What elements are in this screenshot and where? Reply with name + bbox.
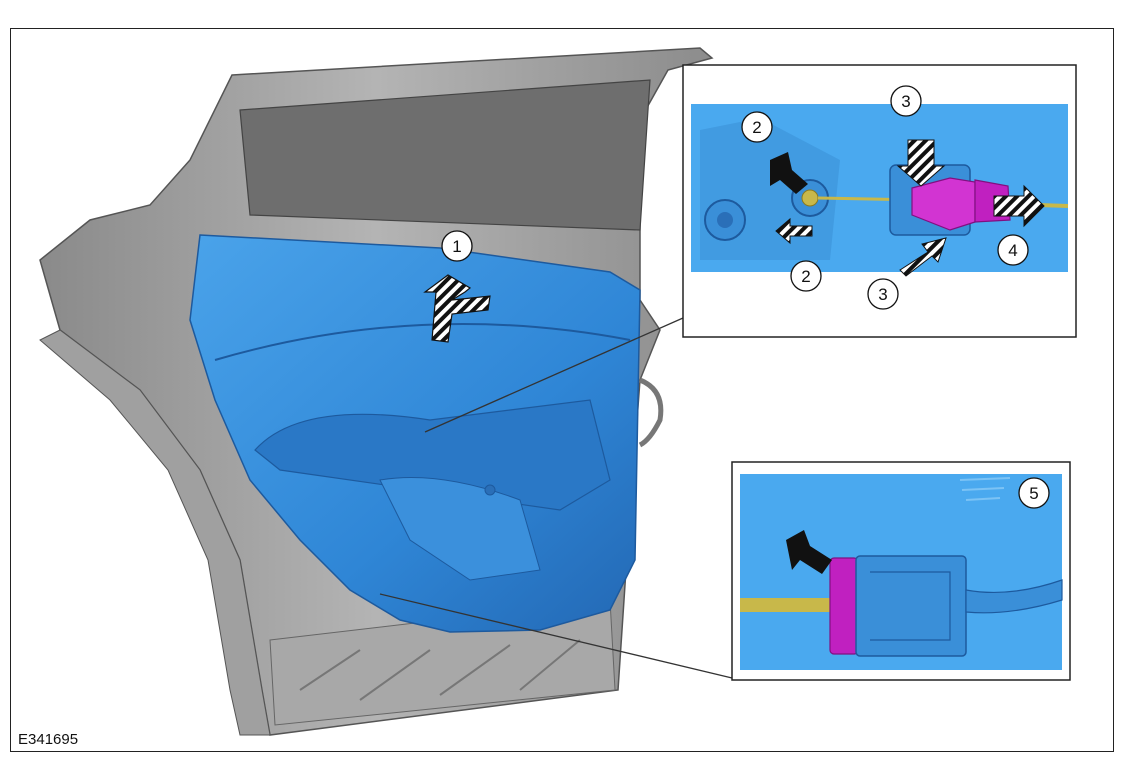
connector-lock (829, 557, 859, 655)
armrest (254, 399, 611, 511)
svg-text:5: 5 (1029, 484, 1038, 503)
svg-text:1: 1 (452, 237, 461, 256)
wire-harness (638, 377, 664, 448)
leader-line-top (424, 317, 684, 433)
callout-2-top: 2 (741, 111, 773, 143)
striped-arrow-icon (896, 139, 946, 187)
striped-arrow-icon (993, 184, 1045, 228)
striped-arrow-icon (899, 237, 947, 277)
callout-2-bottom: 2 (790, 260, 822, 292)
callout-3-top: 3 (890, 85, 922, 117)
svg-text:4: 4 (1008, 241, 1017, 260)
striped-arrow-icon (423, 274, 491, 343)
solid-arrow-icon (770, 152, 808, 194)
svg-text:2: 2 (801, 267, 810, 286)
svg-text:3: 3 (878, 285, 887, 304)
svg-text:2: 2 (752, 118, 761, 137)
door-trim-panel (189, 234, 641, 633)
detail-inset-connector: 5 (731, 461, 1071, 681)
callout-1: 1 (441, 230, 473, 262)
door-pocket (379, 477, 541, 581)
striped-arrow-icon (775, 217, 813, 245)
door-glass (239, 79, 651, 231)
callout-3-bottom: 3 (867, 278, 899, 310)
svg-text:3: 3 (901, 92, 910, 111)
solid-arrow-icon (786, 530, 832, 574)
diagram-frame (10, 28, 1114, 752)
figure-id-label: E341695 (18, 731, 79, 748)
leader-line-bottom (379, 593, 733, 679)
callout-5: 5 (1018, 477, 1050, 509)
callout-4: 4 (997, 234, 1029, 266)
detail-inset-clip-release: 2 2 3 3 4 (682, 64, 1077, 338)
